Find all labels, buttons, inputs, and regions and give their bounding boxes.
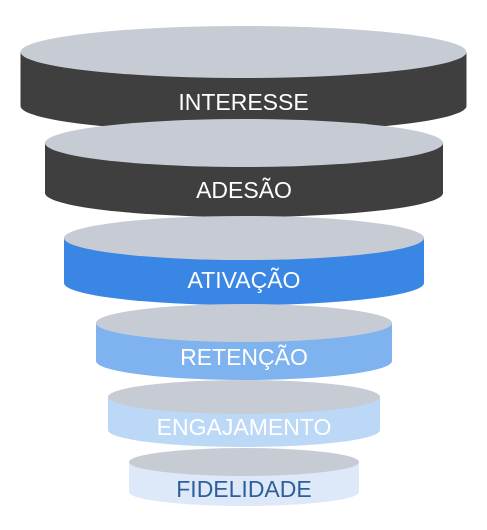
funnel-stage-engajamento: ENGAJAMENTO	[108, 380, 380, 447]
stage-label: RETENÇÃO	[180, 344, 308, 370]
stage-label: FIDELIDADE	[176, 476, 311, 502]
funnel-stage-adesao: ADESÃO	[45, 119, 443, 217]
stage-top	[20, 26, 467, 78]
funnel-stage-fidelidade: FIDELIDADE	[129, 448, 359, 506]
funnel-stage-retencao: RETENÇÃO	[96, 304, 392, 380]
stage-top	[129, 448, 359, 476]
stage-top	[45, 119, 443, 167]
funnel-stage-ativacao: ATIVAÇÃO	[64, 216, 424, 305]
stage-label: ATIVAÇÃO	[188, 267, 301, 293]
stage-top	[64, 216, 424, 260]
stage-top	[96, 304, 392, 342]
funnel-stage-interesse: INTERESSE	[20, 26, 467, 132]
stage-top	[108, 380, 380, 414]
stage-label: INTERESSE	[178, 89, 308, 115]
stage-label: ENGAJAMENTO	[157, 414, 332, 440]
stage-label: ADESÃO	[196, 177, 292, 203]
